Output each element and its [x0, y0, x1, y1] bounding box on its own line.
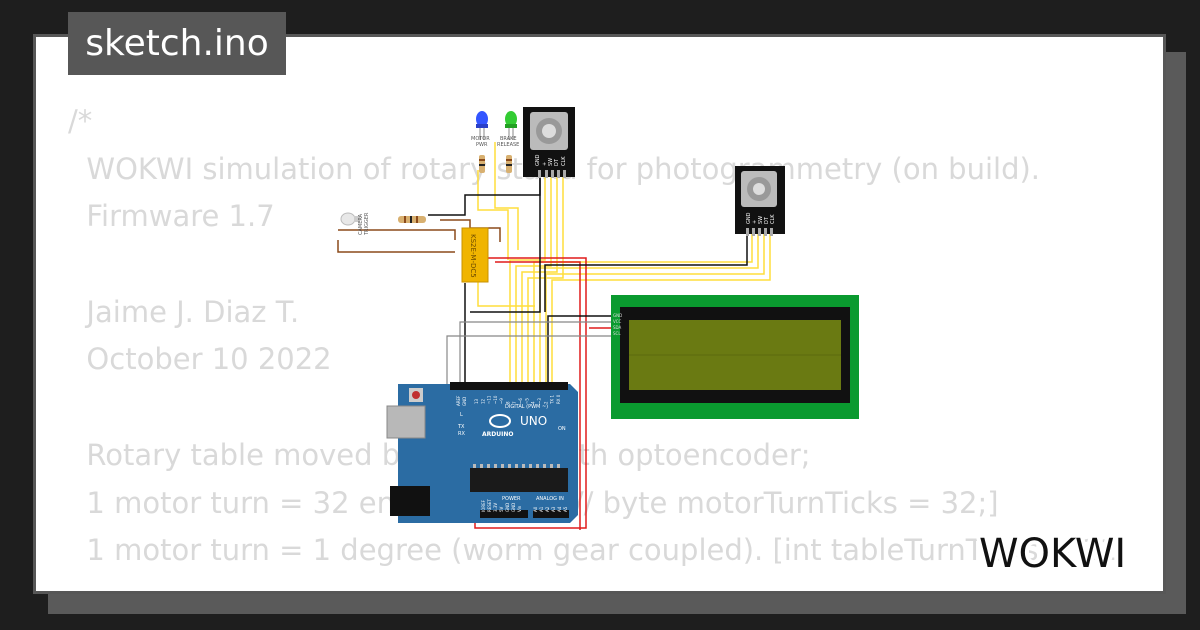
gray-wires — [446, 321, 611, 388]
led-blue-icon[interactable] — [476, 111, 488, 140]
code-line: 1 motor turn = 1 degree (worm gear coupl… — [68, 533, 1119, 568]
power-jack-icon — [390, 486, 430, 516]
tx-label: TX — [457, 424, 465, 430]
encoder2-pin-clk: CLK — [770, 214, 776, 224]
digital-pin-label: 8 — [506, 401, 511, 404]
digital-pin-label: ~6 — [518, 398, 523, 404]
v33-label: 3.3V — [493, 503, 498, 512]
rotary-encoder-icon[interactable]: GND + SW DT CLK — [735, 166, 785, 236]
gnd-label: GND — [462, 397, 467, 406]
usb-port-icon — [386, 405, 426, 439]
board-model: UNO — [520, 414, 547, 428]
resistor-icon[interactable] — [506, 155, 512, 173]
digital-pin-label: ~3 — [537, 398, 542, 404]
l-label: L — [460, 412, 463, 418]
digital-pin-label: ~10 — [493, 395, 498, 404]
digital-pin-label: ~9 — [499, 398, 504, 404]
digital-pin-label: ~11 — [487, 395, 492, 404]
mcu-chip-icon — [470, 468, 568, 492]
led-label-pwr: PWR — [476, 142, 488, 148]
camera-trigger-icon[interactable] — [340, 212, 360, 226]
power-header — [480, 510, 528, 518]
analog-pin-label: A2 — [545, 506, 550, 512]
digital-pin-label: RX 0 — [556, 394, 561, 404]
led-green-icon[interactable] — [505, 111, 517, 140]
arduino-uno-board[interactable]: UNO ARDUINO DIGITAL (PWM ~) ON TX RX L P… — [386, 382, 578, 523]
relay-label: KS2E-M-DC5 — [469, 234, 477, 278]
digital-pin-label: ~5 — [524, 398, 529, 404]
encoder2-pin-gnd: GND — [746, 212, 752, 224]
encoder-pin-sw: SW — [548, 158, 554, 166]
digital-pin-label: 7 — [512, 401, 517, 404]
encoder-pin-gnd: GND — [535, 154, 541, 166]
gnd-label-3: GND — [511, 503, 516, 512]
lcd-pin-gnd: GND — [613, 313, 622, 318]
ioref-label: IOREF — [481, 499, 486, 512]
digital-header — [450, 382, 568, 390]
resistor-icon[interactable] — [479, 155, 485, 173]
red-wires — [474, 257, 611, 530]
led-label-release: RELEASE — [497, 142, 519, 148]
vin-label: Vin — [517, 505, 522, 512]
camera-label: CAMERA — [358, 213, 364, 235]
rx-label: RX — [458, 431, 465, 437]
encoder2-pin-plus: + — [752, 220, 758, 224]
led-label-brake: BRAKE — [500, 136, 517, 142]
lcd-display[interactable]: GND VCC SDA SCL — [611, 295, 859, 419]
encoder-pin-dt: DT — [554, 158, 560, 166]
code-line: October 10 2022 — [68, 342, 332, 377]
reset-label: RESET — [487, 499, 492, 512]
analog-pin-label: A1 — [539, 506, 544, 512]
v5-label: 5V — [499, 506, 504, 512]
logo-outline: WOKWI — [979, 531, 1126, 577]
trigger-label: TRIGGER — [364, 212, 370, 236]
analog-pin-label: A5 — [563, 506, 568, 512]
aref-label: AREF — [456, 395, 461, 406]
encoder-pin-plus: + — [542, 162, 548, 166]
digital-pin-label: TX 1 — [550, 395, 555, 405]
code-line: /* — [68, 104, 93, 138]
analog-pin-label: A4 — [557, 506, 562, 512]
power-label: POWER — [502, 496, 521, 502]
sketch-title: sketch.ino — [68, 12, 286, 75]
code-line: Jaime J. Diaz T. — [68, 294, 300, 329]
yellow-wires — [477, 142, 771, 388]
wokwi-logo: WOKWI WOKWI — [975, 527, 1130, 581]
gnd-label-2: GND — [505, 503, 510, 512]
encoder-pin-clk: CLK — [561, 156, 567, 166]
lcd-pin-scl: SCL — [613, 331, 621, 336]
arduino-logo-icon — [489, 414, 511, 428]
encoder2-pin-dt: DT — [764, 216, 770, 224]
encoder2-pin-sw: SW — [758, 216, 764, 224]
board-brand: ARDUINO — [482, 431, 513, 438]
digital-pin-label: 4 — [531, 401, 536, 404]
digital-pin-label: 13 — [474, 398, 479, 404]
relay-icon[interactable]: KS2E-M-DC5 — [461, 227, 489, 283]
analog-header — [533, 510, 569, 518]
analog-pin-label: A3 — [551, 506, 556, 512]
on-label: ON — [558, 426, 566, 432]
rotary-encoder-icon[interactable]: GND + SW DT CLK — [523, 107, 575, 178]
code-line: Firmware 1.7 — [68, 199, 275, 234]
logo-text: WOKWI — [979, 531, 1126, 577]
digital-label: DIGITAL (PWM ~) — [505, 404, 548, 410]
lcd-pin-sda: SDA — [613, 325, 622, 330]
resistor-icon[interactable] — [398, 216, 426, 223]
lcd-pin-vcc: VCC — [613, 319, 622, 324]
analog-pin-label: A0 — [533, 506, 538, 512]
analog-label: ANALOG IN — [536, 496, 564, 502]
preview-card — [33, 34, 1166, 594]
digital-pin-label: 12 — [480, 398, 485, 404]
digital-pin-label: 2 — [543, 401, 548, 404]
led-label-motor: MOTOR — [471, 136, 490, 142]
